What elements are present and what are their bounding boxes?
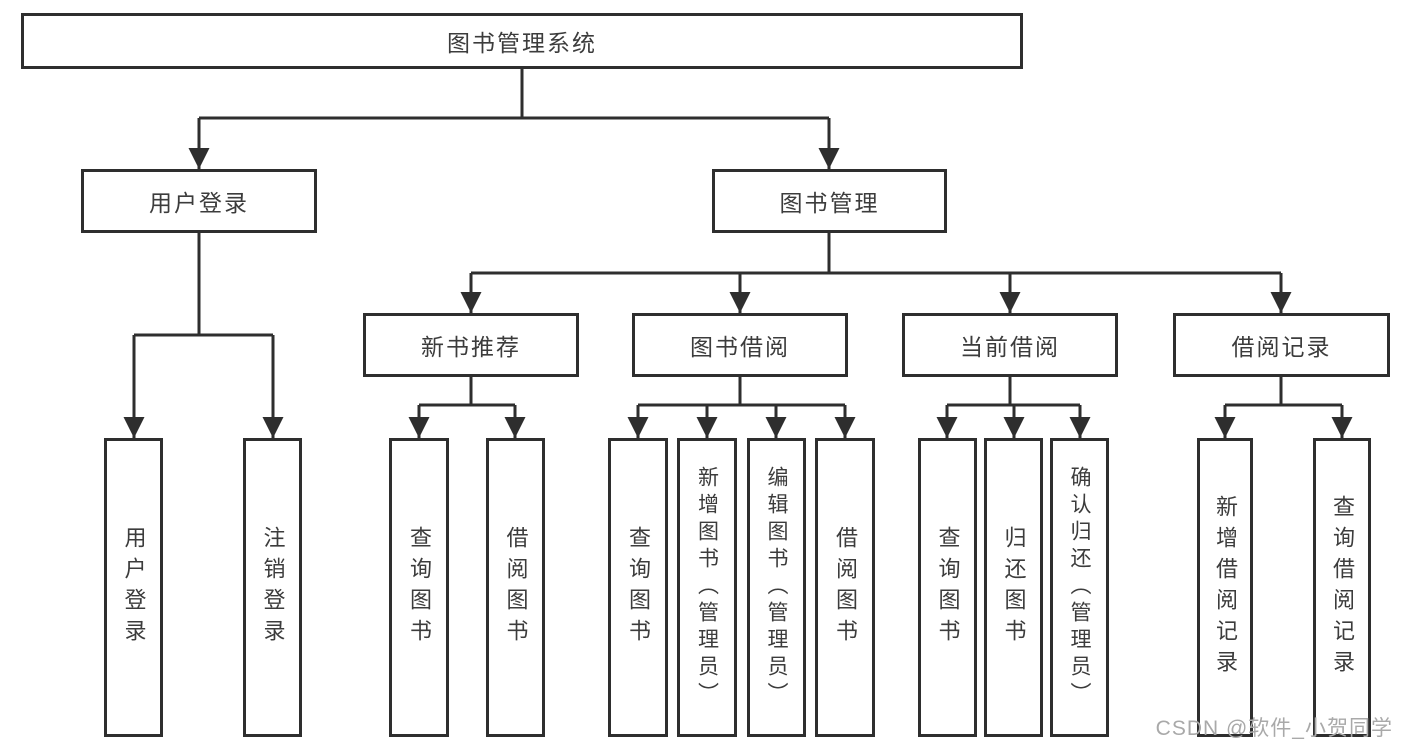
node-label: 查询图书 bbox=[407, 525, 432, 650]
node-label: 查询借阅记录 bbox=[1330, 494, 1355, 681]
leaf-return-books: 归还图书 bbox=[984, 438, 1043, 737]
node-label: 图书借阅 bbox=[690, 334, 790, 360]
node-label: 注销登录 bbox=[260, 525, 286, 650]
csdn-watermark: CSDN @软件_小贺同学 bbox=[1155, 717, 1393, 740]
node-user-login: 用户登录 bbox=[81, 169, 317, 233]
node-label: 归还图书 bbox=[1001, 525, 1027, 650]
node-label: 用户登录 bbox=[149, 190, 249, 216]
node-book-borrow: 图书借阅 bbox=[632, 313, 848, 377]
leaf-logout: 注销登录 bbox=[243, 438, 302, 737]
node-label: 借阅记录 bbox=[1231, 334, 1332, 360]
node-label: 新增借阅记录 bbox=[1213, 494, 1238, 681]
node-new-book-recommend: 新书推荐 bbox=[363, 313, 579, 377]
node-label: 编辑图书（管理员） bbox=[765, 466, 788, 709]
node-book-management: 图书管理 bbox=[712, 169, 947, 233]
node-root-library-system: 图书管理系统 bbox=[21, 13, 1023, 69]
node-label: 确认归还（管理员） bbox=[1068, 466, 1091, 709]
leaf-query-books-borrow: 查询图书 bbox=[608, 438, 668, 737]
leaf-query-books-current: 查询图书 bbox=[918, 438, 977, 737]
node-label: 新书推荐 bbox=[421, 334, 521, 360]
node-label: 查询图书 bbox=[935, 525, 961, 650]
leaf-borrow-books: 借阅图书 bbox=[815, 438, 875, 737]
node-label: 图书管理 bbox=[779, 190, 880, 216]
leaf-add-book-admin: 新增图书（管理员） bbox=[677, 438, 737, 737]
node-label: 用户登录 bbox=[121, 525, 147, 650]
node-borrow-records: 借阅记录 bbox=[1173, 313, 1390, 377]
leaf-query-borrow-record: 查询借阅记录 bbox=[1313, 438, 1371, 737]
node-label: 新增图书（管理员） bbox=[695, 466, 719, 709]
node-label: 查询图书 bbox=[626, 525, 651, 650]
leaf-confirm-return-admin: 确认归还（管理员） bbox=[1050, 438, 1109, 737]
leaf-user-login: 用户登录 bbox=[104, 438, 163, 737]
leaf-edit-book-admin: 编辑图书（管理员） bbox=[747, 438, 806, 737]
leaf-borrow-books-recommend: 借阅图书 bbox=[486, 438, 545, 737]
leaf-add-borrow-record: 新增借阅记录 bbox=[1197, 438, 1253, 737]
node-label: 当前借阅 bbox=[960, 334, 1060, 360]
leaf-query-books-recommend: 查询图书 bbox=[389, 438, 449, 737]
node-label: 图书管理系统 bbox=[447, 30, 597, 56]
node-current-borrow: 当前借阅 bbox=[902, 313, 1118, 377]
node-label: 借阅图书 bbox=[503, 525, 529, 650]
node-label: 借阅图书 bbox=[833, 525, 858, 650]
